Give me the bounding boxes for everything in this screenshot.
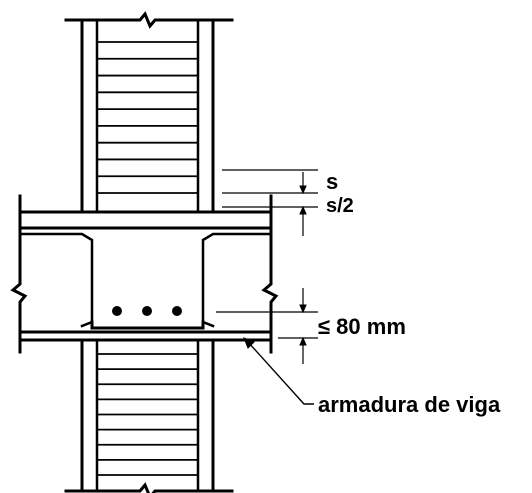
beam-right-end-break bbox=[261, 194, 279, 354]
cover-arrow-bottom bbox=[299, 336, 307, 346]
top-break-line bbox=[64, 11, 234, 29]
beam-bar-2 bbox=[142, 306, 152, 316]
joint-bottom-tie bbox=[90, 320, 205, 330]
cover-dimension bbox=[216, 288, 318, 364]
beam bbox=[10, 194, 279, 354]
leader-line bbox=[247, 341, 314, 405]
half-spacing-label: s/2 bbox=[326, 195, 354, 217]
joint-right-hoop bbox=[201, 232, 273, 328]
bottom-break-line bbox=[64, 482, 234, 493]
s-arrow-top bbox=[299, 185, 307, 195]
max-cover-label: ≤ 80 mm bbox=[318, 314, 406, 339]
lower-stirrups bbox=[97, 353, 198, 476]
s2-arrow bbox=[299, 205, 307, 215]
column-lower bbox=[64, 338, 234, 493]
joint-left-hoop bbox=[18, 232, 94, 328]
column-upper bbox=[64, 11, 234, 214]
spacing-dimension bbox=[222, 169, 318, 236]
beam-bar-1 bbox=[112, 306, 122, 316]
beam-left-end-break bbox=[10, 194, 28, 354]
leader-arrow bbox=[243, 337, 255, 349]
beam-longitudinal-bars bbox=[112, 306, 182, 316]
upper-stirrups bbox=[97, 41, 198, 194]
beam-reinforcement-label: armadura de viga bbox=[318, 392, 501, 417]
beam-reinforcement-leader bbox=[243, 337, 314, 405]
cover-arrow-top bbox=[299, 304, 307, 314]
spacing-label: s bbox=[326, 169, 338, 194]
beam-bar-3 bbox=[172, 306, 182, 316]
